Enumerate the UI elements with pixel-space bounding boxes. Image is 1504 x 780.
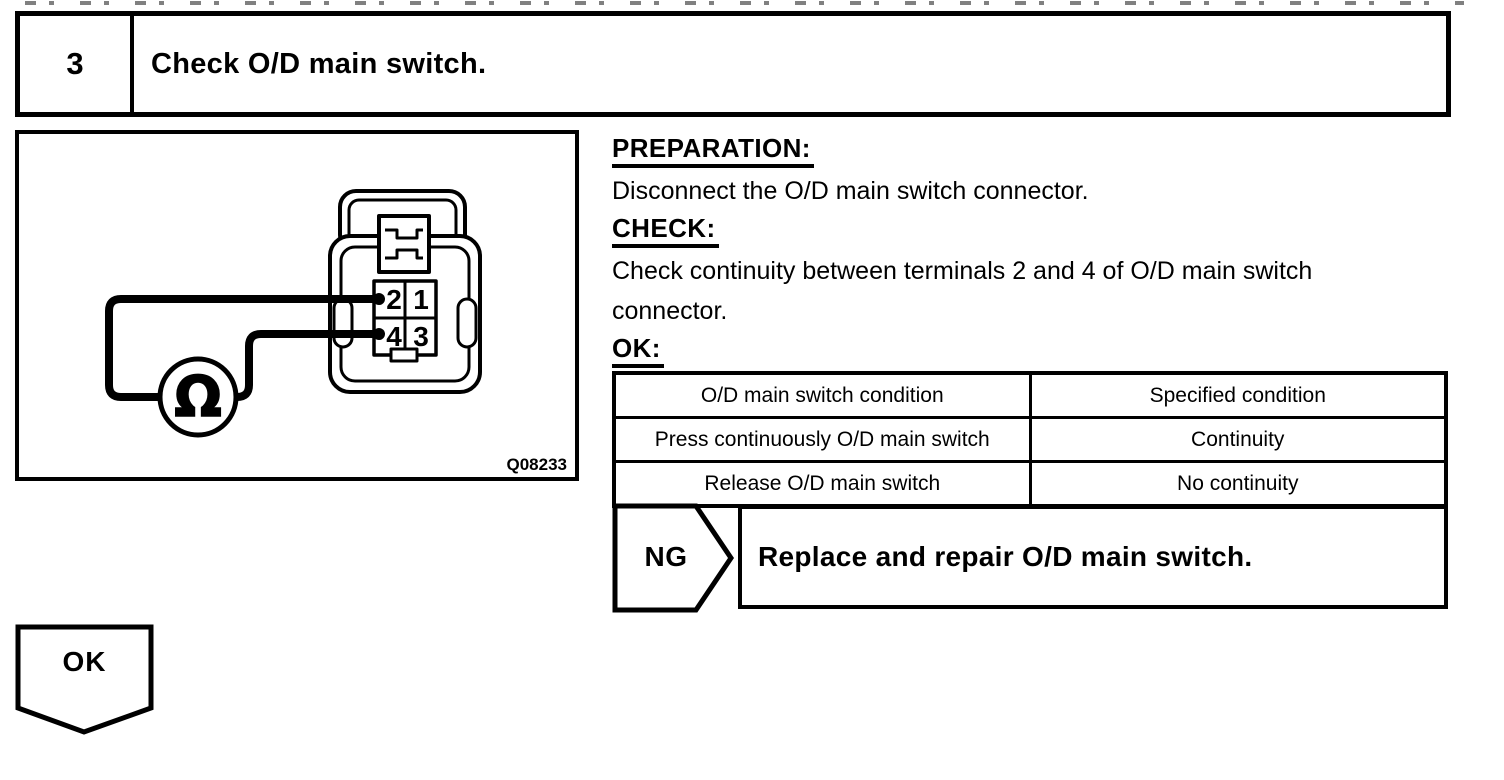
terminal-3-label: 3 xyxy=(413,321,429,352)
connector-latch xyxy=(377,214,431,274)
table-cell: Press continuously O/D main switch xyxy=(612,416,1032,463)
table-cell: No continuity xyxy=(1028,460,1448,508)
terminal-block-key-tab xyxy=(389,347,419,363)
ok-heading: OK: xyxy=(612,331,1460,371)
connector-diagram: Ω 2 1 4 3 Q08233 xyxy=(105,189,568,474)
terminal-block-dividers xyxy=(374,281,436,355)
table-row: Press continuously O/D main switch Conti… xyxy=(612,416,1448,463)
terminal-4-label: 4 xyxy=(386,321,402,352)
latch-notch-bottom xyxy=(385,248,423,260)
scan-artifact xyxy=(25,1,1464,5)
table-header-cell: Specified condition xyxy=(1028,371,1448,419)
ng-branch: NG Replace and repair O/D main switch. xyxy=(612,503,1448,613)
step-title: Check O/D main switch. xyxy=(151,47,487,80)
ohmmeter-icon: Ω xyxy=(174,365,222,430)
check-text-line1: Check continuity between terminals 2 and… xyxy=(612,257,1313,285)
latch-notch-top xyxy=(385,228,423,240)
table-header-cell: O/D main switch condition xyxy=(612,371,1032,419)
check-heading: CHECK: xyxy=(612,211,1460,251)
preparation-heading: PREPARATION: xyxy=(612,131,1460,171)
instructions: PREPARATION: Disconnect the O/D main swi… xyxy=(612,131,1460,371)
step-number: 3 xyxy=(20,16,134,112)
terminal-1-label: 1 xyxy=(413,284,429,315)
probe-dot-terminal2 xyxy=(373,293,385,305)
step-header: 3 Check O/D main switch. xyxy=(15,11,1451,117)
connector-figure: Ω 2 1 4 3 Q08233 xyxy=(15,130,579,481)
table-cell: Release O/D main switch xyxy=(612,460,1032,508)
preparation-text: Disconnect the O/D main switch connector… xyxy=(612,177,1089,205)
probe-dot-terminal4 xyxy=(373,328,385,340)
terminal-2-label: 2 xyxy=(386,284,402,315)
ng-label: NG xyxy=(644,541,688,572)
figure-code: Q08233 xyxy=(507,455,568,474)
ok-label: OK xyxy=(62,646,107,677)
check-text-line2: connector. xyxy=(612,297,728,325)
connector-left-wing xyxy=(332,297,354,349)
ng-action-box: Replace and repair O/D main switch. xyxy=(738,505,1448,609)
test-lead-terminal4 xyxy=(232,330,383,401)
table-cell: Continuity xyxy=(1028,416,1448,463)
table-header-row: O/D main switch condition Specified cond… xyxy=(612,371,1448,419)
condition-table: O/D main switch condition Specified cond… xyxy=(612,371,1448,508)
ok-pointer-shape xyxy=(15,624,154,735)
ohmmeter-circle xyxy=(157,356,239,438)
ok-branch: OK xyxy=(15,624,155,738)
connector-right-wing xyxy=(456,297,478,349)
table-row: Release O/D main switch No continuity xyxy=(612,460,1448,508)
test-lead-terminal2 xyxy=(105,295,383,401)
ng-pointer-shape xyxy=(612,503,735,613)
